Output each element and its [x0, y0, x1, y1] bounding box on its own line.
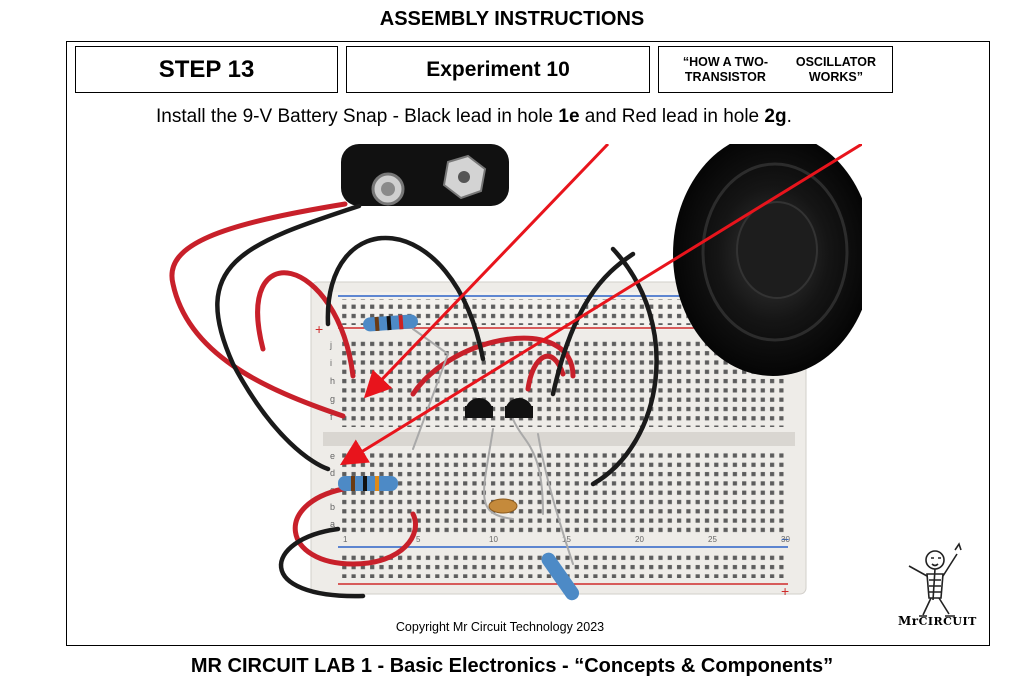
hole-2g-label: 2g [764, 106, 787, 127]
rail-plus-bottom: + [781, 583, 789, 599]
hole-1e-label: 1e [558, 106, 580, 127]
logo-circuit: CIRCUIT [918, 615, 977, 628]
row-label: h [330, 376, 335, 386]
column-number: 1 [343, 535, 348, 544]
subtitle-line-2: OSCILLATOR WORKS” [795, 54, 876, 84]
battery-snap [341, 144, 509, 206]
logo-mr: Mr [898, 614, 919, 628]
row-label: d [330, 468, 335, 478]
column-number: 30 [781, 535, 790, 544]
page-frame [66, 41, 990, 646]
mr-circuit-logo-icon [908, 542, 962, 617]
instruction-part-2: and Red lead in hole [579, 106, 765, 127]
page-title: ASSEMBLY INSTRUCTIONS [379, 8, 645, 30]
column-number: 5 [416, 535, 421, 544]
row-label: j [329, 340, 332, 350]
instruction-part-1: Install the 9-V Battery Snap - Black lea… [156, 106, 559, 127]
experiment-label: Experiment 10 [346, 46, 650, 93]
column-number: 10 [489, 535, 498, 544]
resistor-bottom [541, 552, 580, 601]
transistors [465, 398, 533, 418]
row-label: e [330, 451, 335, 461]
wires [169, 201, 659, 599]
copyright-text: Copyright Mr Circuit Technology 2023 [395, 620, 605, 634]
row-label: b [330, 502, 335, 512]
resistor-middle [338, 476, 398, 491]
row-label: g [330, 394, 335, 404]
row-label: a [330, 519, 335, 529]
step-label: STEP 13 [75, 46, 338, 93]
speaker [673, 144, 862, 376]
capacitor [488, 498, 518, 514]
instruction-arrows [339, 144, 862, 466]
row-label: i [330, 358, 332, 368]
page-footer: MR CIRCUIT LAB 1 - Basic Electronics - “… [190, 655, 834, 677]
rail-minus-bottom: − [781, 531, 789, 547]
experiment-subtitle: “HOW A TWO-TRANSISTOR OSCILLATOR WORKS” [658, 46, 893, 93]
column-number: 25 [708, 535, 717, 544]
column-number: 15 [562, 535, 571, 544]
row-label: f [330, 412, 333, 422]
instruction-part-3: . [786, 106, 792, 127]
column-number: 20 [635, 535, 644, 544]
logo-label: MrCIRCUIT [898, 614, 977, 628]
instruction-text: Install the 9-V Battery Snap - Black lea… [156, 106, 792, 128]
resistor-top [363, 314, 418, 332]
rail-plus-top: + [315, 321, 323, 337]
subtitle-line-1: “HOW A TWO-TRANSISTOR [682, 54, 768, 84]
